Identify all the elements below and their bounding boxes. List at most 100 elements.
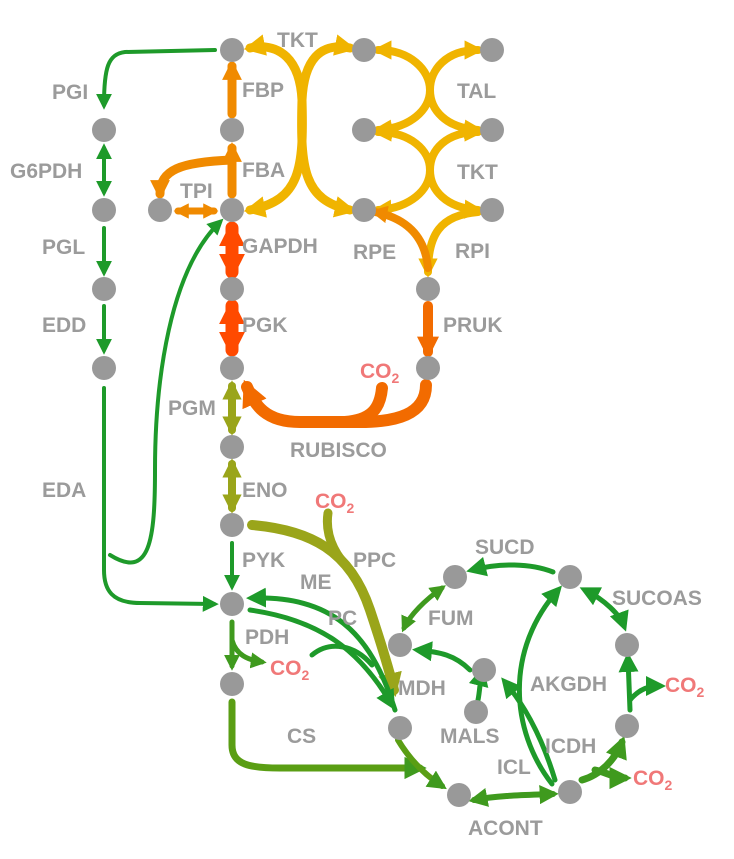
- node-metabolite: [220, 672, 244, 696]
- node-metabolite: [148, 198, 172, 222]
- label-tkt-mid: TKT: [457, 161, 498, 184]
- label-fbp: FBP: [242, 79, 284, 102]
- edge-akgdh-co2: [627, 676, 666, 703]
- node-metabolite: [388, 633, 412, 657]
- edge-sucd: [466, 556, 556, 577]
- label-g6pdh: G6PDH: [10, 160, 82, 183]
- edges: [96, 34, 666, 807]
- label-pdh: PDH: [245, 626, 289, 649]
- edge-rubisco: [241, 379, 432, 428]
- label-fum: FUM: [428, 607, 474, 630]
- node-metabolite: [92, 118, 116, 142]
- label-pruk: PRUK: [443, 314, 503, 337]
- edge-tkt-top-b: [297, 34, 357, 218]
- label-pgm: PGM: [168, 397, 216, 420]
- node-metabolite: [220, 118, 244, 142]
- edge-tkt-top: [243, 34, 307, 218]
- edge-rpe: [369, 205, 432, 272]
- edge-fum: [401, 585, 446, 633]
- label-cs: CS: [287, 725, 316, 748]
- edge-pgi: [96, 48, 217, 110]
- edge-tkt-mid-2: [426, 122, 484, 219]
- node-metabolite: [220, 592, 244, 616]
- edge-icdh-co2: [591, 766, 632, 790]
- node-metabolite: [472, 658, 496, 682]
- label-tal: TAL: [457, 80, 496, 103]
- node-metabolite: [92, 277, 116, 301]
- label-acont: ACONT: [468, 817, 543, 840]
- edge-cs: [228, 698, 427, 780]
- label-eno: ENO: [242, 479, 288, 502]
- co2-label-pdh: CO2: [270, 657, 310, 683]
- node-metabolite: [352, 118, 376, 142]
- node-metabolite: [220, 38, 244, 62]
- node-metabolite: [615, 714, 639, 738]
- label-rpe: RPE: [353, 241, 396, 264]
- label-sucd: SUCD: [475, 536, 535, 559]
- label-icdh: ICDH: [545, 735, 596, 758]
- node-metabolite: [447, 783, 471, 807]
- edge-icl-to-akg: [516, 585, 562, 787]
- label-tpi: TPI: [180, 180, 213, 203]
- edge-cs-oaa: [395, 737, 447, 790]
- edge-eda-to-gap: [108, 218, 224, 565]
- edge-fba-branch: [150, 155, 237, 200]
- node-metabolite: [220, 435, 244, 459]
- edge-ppc-co2: [322, 508, 355, 575]
- co2-labels: CO2 CO2 CO2 CO2 CO2: [270, 360, 705, 793]
- node-metabolite: [220, 356, 244, 380]
- edge-pc: [247, 607, 396, 711]
- label-mals: MALS: [440, 725, 500, 748]
- edge-tal-1: [372, 40, 434, 139]
- label-me: ME: [300, 571, 332, 594]
- label-pyk: PYK: [242, 549, 285, 572]
- co2-label-ppc: CO2: [315, 490, 355, 516]
- label-edd: EDD: [42, 314, 86, 337]
- node-metabolite: [464, 700, 488, 724]
- node-metabolite: [352, 38, 376, 62]
- label-pgl: PGL: [42, 236, 85, 259]
- label-eda: EDA: [42, 479, 86, 502]
- label-gapdh: GAPDH: [242, 235, 318, 258]
- label-pgi: PGI: [52, 81, 88, 104]
- edge-me: [246, 587, 398, 713]
- node-metabolite: [220, 277, 244, 301]
- label-tkt-top: TKT: [277, 29, 318, 52]
- co2-label-icdh: CO2: [633, 767, 673, 793]
- edge-icdh: [578, 735, 627, 784]
- label-rpi: RPI: [455, 240, 490, 263]
- node-metabolite: [558, 780, 582, 804]
- node-metabolite: [92, 198, 116, 222]
- edge-mdh: [412, 641, 473, 673]
- edge-acont: [468, 784, 559, 807]
- edge-eda-to-pyr: [102, 386, 219, 612]
- node-metabolite: [92, 356, 116, 380]
- node-metabolite: [443, 565, 467, 589]
- edge-sucoas: [579, 587, 629, 632]
- label-fba: FBA: [242, 159, 285, 182]
- node-metabolite: [615, 633, 639, 657]
- label-mdh: MDH: [398, 677, 446, 700]
- node-metabolite: [558, 565, 582, 589]
- node-metabolite: [480, 38, 504, 62]
- node-metabolite: [352, 198, 376, 222]
- node-metabolite: [416, 356, 440, 380]
- edge-rubisco-co2: [339, 382, 388, 428]
- co2-label-akgdh: CO2: [665, 674, 705, 700]
- label-pgk: PGK: [242, 314, 288, 337]
- enzyme-labels: TKT PGI FBP TAL G6PDH FBA TKT TPI GAPDH …: [10, 29, 702, 840]
- label-rubisco: RUBISCO: [290, 439, 387, 462]
- node-metabolite: [388, 716, 412, 740]
- node-metabolite: [480, 118, 504, 142]
- nodes: [92, 38, 639, 807]
- node-metabolite: [220, 198, 244, 222]
- edge-tkt-mid-1: [372, 122, 434, 219]
- edge-ppc: [247, 520, 402, 698]
- node-metabolite: [416, 277, 440, 301]
- label-ppc: PPC: [353, 549, 396, 572]
- node-metabolite: [220, 513, 244, 537]
- label-icl: ICL: [497, 756, 531, 779]
- edge-pdh-co2: [229, 637, 267, 669]
- label-akgdh: AKGDH: [530, 673, 607, 696]
